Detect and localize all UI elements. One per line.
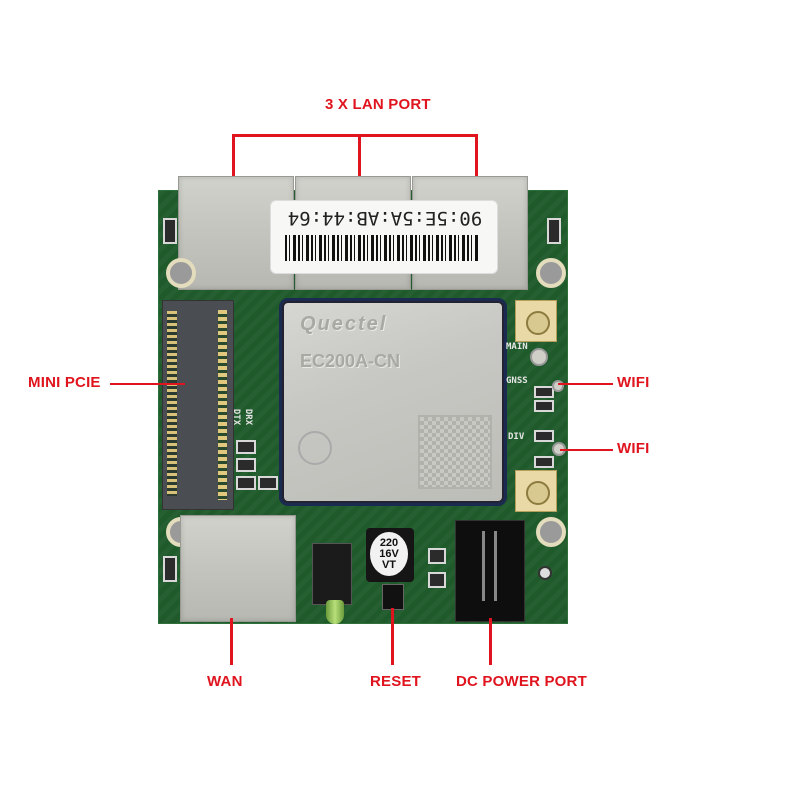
silk-div: DIV	[508, 432, 525, 442]
wan-port	[180, 515, 296, 622]
smd-component	[428, 548, 446, 564]
silk-drx: DRX	[243, 408, 254, 426]
wifi-label-2: WIFI	[617, 440, 650, 457]
cap-value: 220	[379, 537, 399, 549]
lan-bracket-horizontal	[232, 134, 477, 137]
module-model: EC200A-CN	[300, 351, 401, 371]
smd-resistor	[236, 440, 256, 454]
mini-pcie-contacts	[218, 310, 227, 500]
status-led	[326, 600, 344, 624]
silk-dtx: DTX	[231, 408, 242, 426]
smd-resistor	[236, 476, 256, 490]
wan-pointer	[230, 618, 233, 665]
smd-component	[534, 430, 554, 442]
dc-power-pointer	[489, 618, 492, 665]
smd-component	[534, 400, 554, 412]
antenna-pad-bottom	[515, 470, 557, 512]
wifi-antenna-point-1	[552, 380, 564, 392]
cap-code: VT	[381, 559, 397, 571]
inductor	[547, 218, 561, 244]
lte-module: Quectel EC200A-CN	[282, 301, 504, 503]
smd-component	[534, 456, 554, 468]
mounting-hole	[536, 258, 566, 288]
via-pad	[538, 566, 552, 580]
lan-port-label: 3 X LAN PORT	[325, 96, 431, 113]
capacitor-marking: 220 16V VT	[370, 532, 408, 576]
smd-resistor	[258, 476, 278, 490]
wan-label: WAN	[207, 673, 243, 690]
dc-power-label: DC POWER PORT	[456, 673, 587, 690]
smd-component	[534, 386, 554, 398]
pin-header	[312, 543, 352, 605]
mini-pcie-pointer	[110, 383, 185, 385]
silk-gnss: GNSS	[506, 376, 528, 386]
mounting-hole	[536, 517, 566, 547]
ufl-connector-main	[530, 348, 548, 366]
wifi-label-1: WIFI	[617, 374, 650, 391]
dc-power-jack	[455, 520, 525, 622]
dc-pin	[494, 531, 497, 601]
mac-address: 90:5E:5A:AB:44:64	[287, 207, 483, 229]
silk-main: MAIN	[506, 342, 528, 352]
module-qr-code	[418, 415, 492, 489]
inductor	[163, 556, 177, 582]
barcode	[285, 235, 480, 261]
module-brand: Quectel	[300, 313, 388, 335]
electrolytic-capacitor: 220 16V VT	[366, 528, 414, 582]
lan-bracket-right	[475, 134, 478, 176]
mounting-hole	[166, 258, 196, 288]
certification-logo	[298, 431, 332, 465]
mini-pcie-label: MINI PCIE	[28, 374, 101, 391]
screw-icon	[526, 311, 550, 335]
lan-bracket-middle	[358, 134, 361, 176]
reset-label: RESET	[370, 673, 422, 690]
reset-button	[382, 584, 404, 610]
wifi-pointer-2	[560, 449, 613, 451]
cap-voltage: 16V	[379, 548, 399, 560]
reset-pointer	[391, 608, 394, 665]
wifi-pointer-1	[558, 383, 613, 385]
smd-resistor	[236, 458, 256, 472]
mini-pcie-pins	[167, 311, 177, 496]
antenna-pad-top	[515, 300, 557, 342]
lan-bracket-left	[232, 134, 235, 176]
inductor	[163, 218, 177, 244]
smd-component	[428, 572, 446, 588]
screw-icon	[526, 481, 550, 505]
mac-address-sticker: 90:5E:5A:AB:44:64	[270, 200, 498, 274]
dc-pin	[482, 531, 485, 601]
